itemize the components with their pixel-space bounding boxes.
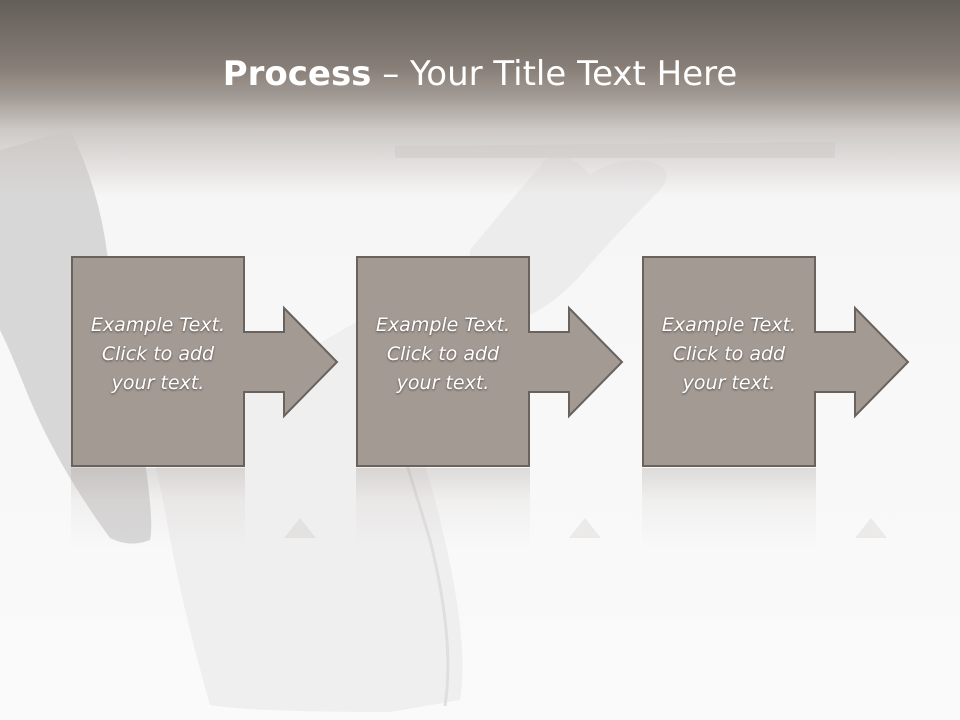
step-line-1: Example Text. bbox=[90, 314, 226, 336]
step-line-2: Click to add bbox=[386, 343, 500, 365]
title-band bbox=[0, 0, 960, 195]
arrow-reflection bbox=[855, 518, 887, 538]
step-line-3: your text. bbox=[396, 372, 490, 394]
process-step-3[interactable]: Example Text. Click to add your text. bbox=[642, 256, 910, 548]
arrow-box-shape bbox=[71, 256, 339, 467]
step-text[interactable]: Example Text. Click to add your text. bbox=[642, 311, 816, 398]
process-step-2[interactable]: Example Text. Click to add your text. bbox=[356, 256, 624, 548]
title-bold: Process bbox=[222, 54, 372, 94]
arrow-reflection bbox=[569, 518, 601, 538]
step-line-1: Example Text. bbox=[375, 314, 511, 336]
slide-title[interactable]: Process – Your Title Text Here bbox=[0, 52, 960, 96]
step-line-2: Click to add bbox=[101, 343, 215, 365]
arrow-box-shape bbox=[642, 256, 910, 467]
step-reflection bbox=[356, 468, 530, 548]
title-rest: – Your Title Text Here bbox=[371, 54, 738, 94]
step-text[interactable]: Example Text. Click to add your text. bbox=[356, 311, 530, 398]
step-reflection bbox=[71, 468, 245, 548]
step-line-3: your text. bbox=[111, 372, 205, 394]
arrow-reflection bbox=[284, 518, 316, 538]
arrow-box-shape bbox=[356, 256, 624, 467]
step-text[interactable]: Example Text. Click to add your text. bbox=[71, 311, 245, 398]
step-line-2: Click to add bbox=[672, 343, 786, 365]
process-step-1[interactable]: Example Text. Click to add your text. bbox=[71, 256, 339, 548]
step-line-1: Example Text. bbox=[661, 314, 797, 336]
step-line-3: your text. bbox=[682, 372, 776, 394]
step-reflection bbox=[642, 468, 816, 548]
